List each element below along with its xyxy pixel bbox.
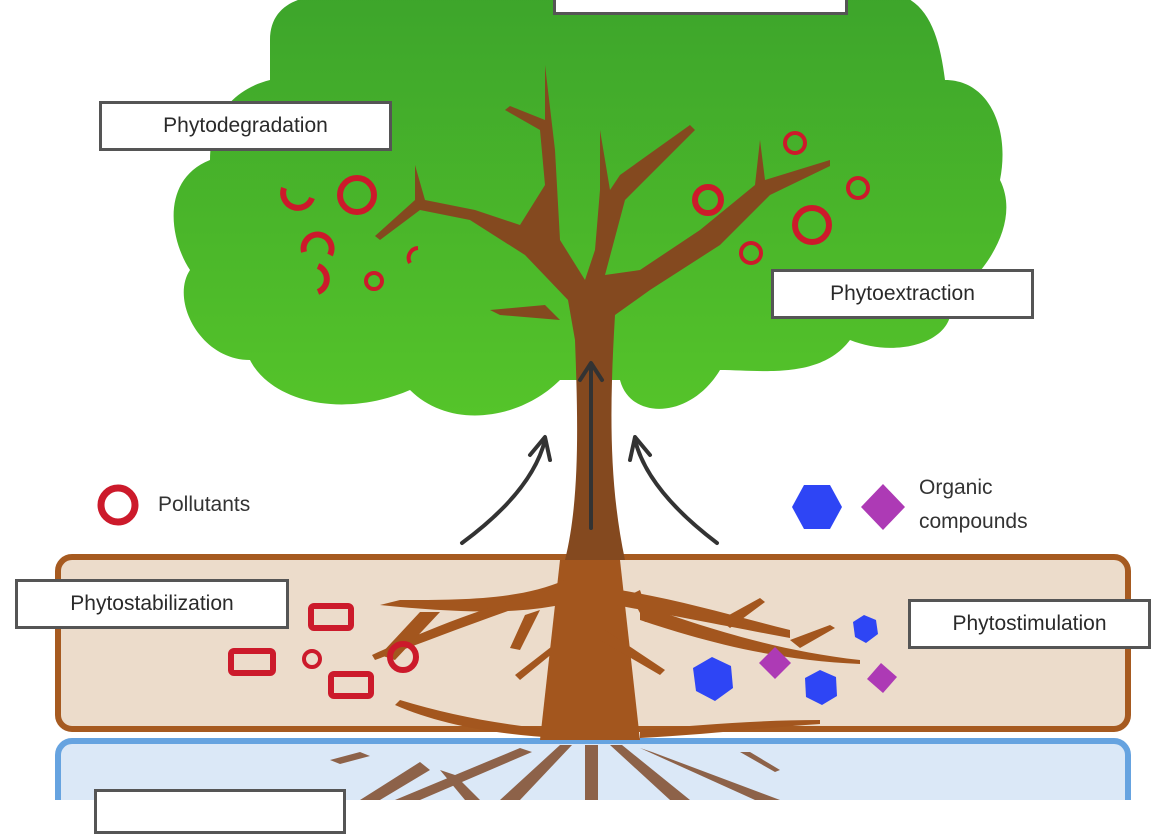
pollutant-ring	[302, 649, 322, 669]
label-phytostabilization: Phytostabilization	[15, 579, 289, 629]
arrow-right-head	[628, 435, 652, 462]
legend-pollutants-label: Pollutants	[158, 493, 251, 516]
pollutants-degraded	[280, 175, 419, 295]
pollutant-ring	[337, 175, 377, 215]
tree-trunk	[375, 65, 830, 560]
legend-pollutant-icon	[97, 484, 139, 526]
pollutant-ring	[692, 184, 724, 216]
uptake-arrows	[460, 361, 719, 545]
pollutant-broken-ring	[280, 186, 315, 211]
organic-diamond	[867, 663, 897, 693]
pollutant-ring	[364, 271, 384, 291]
pollutant-broken-ring	[406, 246, 419, 265]
label-phytodegradation: Phytodegradation	[99, 101, 392, 151]
legend-organic-label-line2: compounds	[919, 510, 1028, 533]
pollutant-ring	[783, 131, 807, 155]
label-bottom-cropped	[94, 789, 346, 834]
arrow-left-head	[528, 435, 552, 462]
pollutant-ring	[846, 176, 870, 200]
legend-hexagon-icon	[792, 485, 842, 529]
organic-hexagon	[805, 670, 837, 705]
legend-organic-label-line1: Organic	[919, 476, 993, 499]
phytoremediation-diagram: Phytodegradation Phytoextraction Phytost…	[15, 0, 1151, 834]
soil-roots	[372, 560, 860, 740]
pollutants-extracted	[692, 131, 870, 265]
organic-hexagon	[853, 615, 878, 643]
arrow-right	[633, 438, 719, 545]
pollutant-ring	[739, 241, 763, 265]
arrow-left	[460, 438, 547, 545]
organic-compounds	[693, 615, 897, 705]
pollutant-rect	[228, 648, 276, 676]
organic-diamond	[759, 647, 791, 679]
arrow-center-head	[578, 361, 604, 382]
pollutant-ring	[387, 641, 419, 673]
pollutant-ring	[792, 205, 832, 245]
label-phytoextraction: Phytoextraction	[771, 269, 1034, 319]
pollutant-broken-ring	[300, 231, 335, 257]
legend-diamond-icon	[861, 484, 905, 530]
label-top-cropped	[553, 0, 848, 15]
pollutant-broken-ring	[316, 263, 330, 295]
deep-roots	[330, 745, 780, 800]
label-phytostimulation: Phytostimulation	[908, 599, 1151, 649]
pollutant-rect	[328, 671, 374, 699]
organic-hexagon	[693, 657, 733, 701]
pollutant-rect	[308, 603, 354, 631]
pollutants-stabilized	[228, 603, 419, 699]
